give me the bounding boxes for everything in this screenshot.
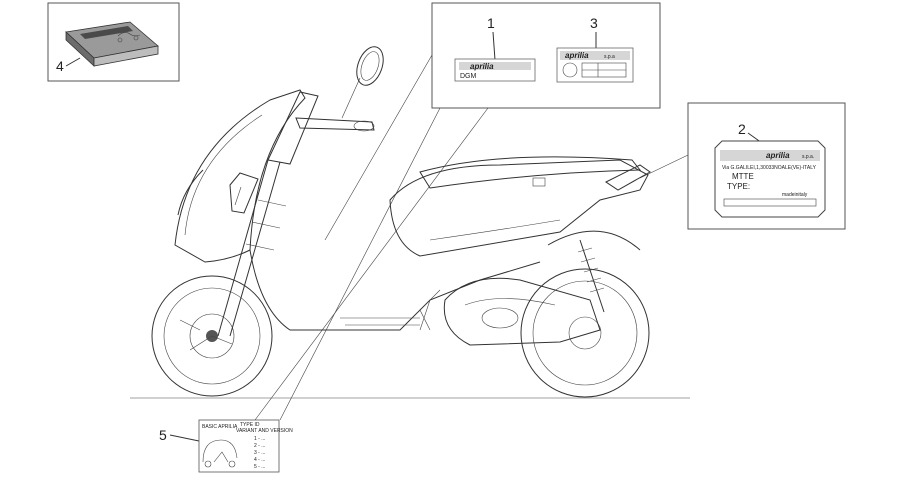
id-plate-address: Via G.GALILEI,1,30033NOALE(VE)-ITALY xyxy=(722,165,817,171)
mirror-stem xyxy=(341,77,361,119)
decals-box: 1 3 aprilia DGM aprilia s.p.a xyxy=(431,2,661,109)
front-fairing-edge xyxy=(177,169,204,216)
front-tyre-outer xyxy=(151,275,273,397)
rear-wheel xyxy=(520,268,650,398)
mirror-glass xyxy=(360,51,380,81)
leader-1 xyxy=(492,31,496,61)
callout-2: 2 xyxy=(738,121,746,137)
decal-3-band xyxy=(560,51,630,60)
leader-decal-to-label-b xyxy=(254,107,489,421)
rear-shock-spring xyxy=(577,247,605,293)
handle-grip xyxy=(353,120,375,132)
front-shield xyxy=(174,89,306,263)
rear-mudguard xyxy=(547,230,641,251)
cvt-pulley xyxy=(481,307,519,329)
manual-box: 4 xyxy=(47,2,180,82)
engine-casing xyxy=(443,277,601,346)
rear-hub xyxy=(568,316,602,350)
front-shield-crease xyxy=(184,114,263,236)
id-plate-model: MTTE xyxy=(732,172,754,181)
callout-4: 4 xyxy=(56,58,64,74)
front-indicator-line xyxy=(234,186,242,206)
leader-decal-to-label-a xyxy=(279,107,441,421)
decal-3-brand: aprilia xyxy=(565,51,589,60)
front-fork xyxy=(217,159,281,337)
info-label-box: 5 BASIC APRILIA TYPE ID VARIANT AND VERS… xyxy=(159,419,293,473)
decal-1-code: DGM xyxy=(460,73,477,80)
manual-scooter-sketch xyxy=(117,32,141,37)
tail-light xyxy=(605,164,651,191)
info-label-wheel-rear xyxy=(228,460,236,468)
mirror xyxy=(356,46,384,86)
callout-5: 5 xyxy=(159,427,167,443)
callout-3: 3 xyxy=(590,15,598,31)
id-plate-suffix: s.p.a. xyxy=(802,154,814,160)
info-label-item-1: 1 - ... xyxy=(254,436,265,442)
cvt-cover-line xyxy=(464,298,556,306)
exhaust-pipe xyxy=(419,289,441,331)
info-label-item-5: 5 - ... xyxy=(254,464,265,470)
leader-4 xyxy=(65,57,81,67)
leader-lines xyxy=(254,54,689,421)
floorboard xyxy=(249,249,541,331)
floor-rails xyxy=(340,317,420,326)
decal-3-seal xyxy=(562,62,578,78)
handlebar xyxy=(295,117,375,131)
manual-scooter-wheel-front xyxy=(117,37,123,43)
leader-decal-1-to-body xyxy=(324,54,433,241)
front-tyre-inner xyxy=(163,287,261,385)
steering-column xyxy=(267,91,319,165)
seat xyxy=(419,156,642,189)
id-plate-origin: madeinitaly xyxy=(782,192,808,198)
decal-1-brand: aprilia xyxy=(470,62,494,71)
decal-3-suffix: s.p.a xyxy=(604,54,615,60)
info-label xyxy=(198,419,280,473)
manual-book-pages xyxy=(93,45,159,67)
front-wheel xyxy=(151,275,273,397)
info-label-wheel-front xyxy=(204,460,212,468)
scooter-drawing xyxy=(130,46,690,399)
info-label-item-3: 3 - ... xyxy=(254,450,265,456)
manual-scooter-wheel-rear xyxy=(133,35,139,41)
rear-tyre-outer xyxy=(520,268,650,398)
id-plate-brand: aprilia xyxy=(766,151,790,160)
info-label-header-sub: VARIANT AND VERSION xyxy=(236,428,293,434)
manual-book-stripe xyxy=(80,26,133,39)
front-indicator xyxy=(229,172,259,214)
front-caliper xyxy=(179,319,233,351)
rear-shock xyxy=(579,239,605,313)
info-label-scooter-sketch xyxy=(202,439,238,463)
info-label-header-left: BASIC APRILIA xyxy=(202,424,238,430)
id-plate-box: 2 aprilia s.p.a. Via G.GALILEI,1,30033NO… xyxy=(687,102,846,230)
info-label-item-4: 4 - ... xyxy=(254,457,265,463)
id-plate-band xyxy=(720,150,820,161)
rear-body xyxy=(389,159,649,257)
info-label-item-2: 2 - ... xyxy=(254,443,265,449)
front-brake-disc xyxy=(189,313,235,359)
leader-5 xyxy=(169,434,200,442)
id-plate-type-label: TYPE: xyxy=(727,182,750,191)
callout-1: 1 xyxy=(487,15,495,31)
body-crease xyxy=(429,219,561,241)
id-plate-field xyxy=(723,198,817,207)
leader-plate-to-frame xyxy=(639,154,689,179)
rear-tyre-inner xyxy=(532,280,638,386)
info-label-header-right: TYPE ID xyxy=(240,422,260,428)
fuel-cap xyxy=(532,177,546,187)
decal-1-band xyxy=(459,62,531,70)
